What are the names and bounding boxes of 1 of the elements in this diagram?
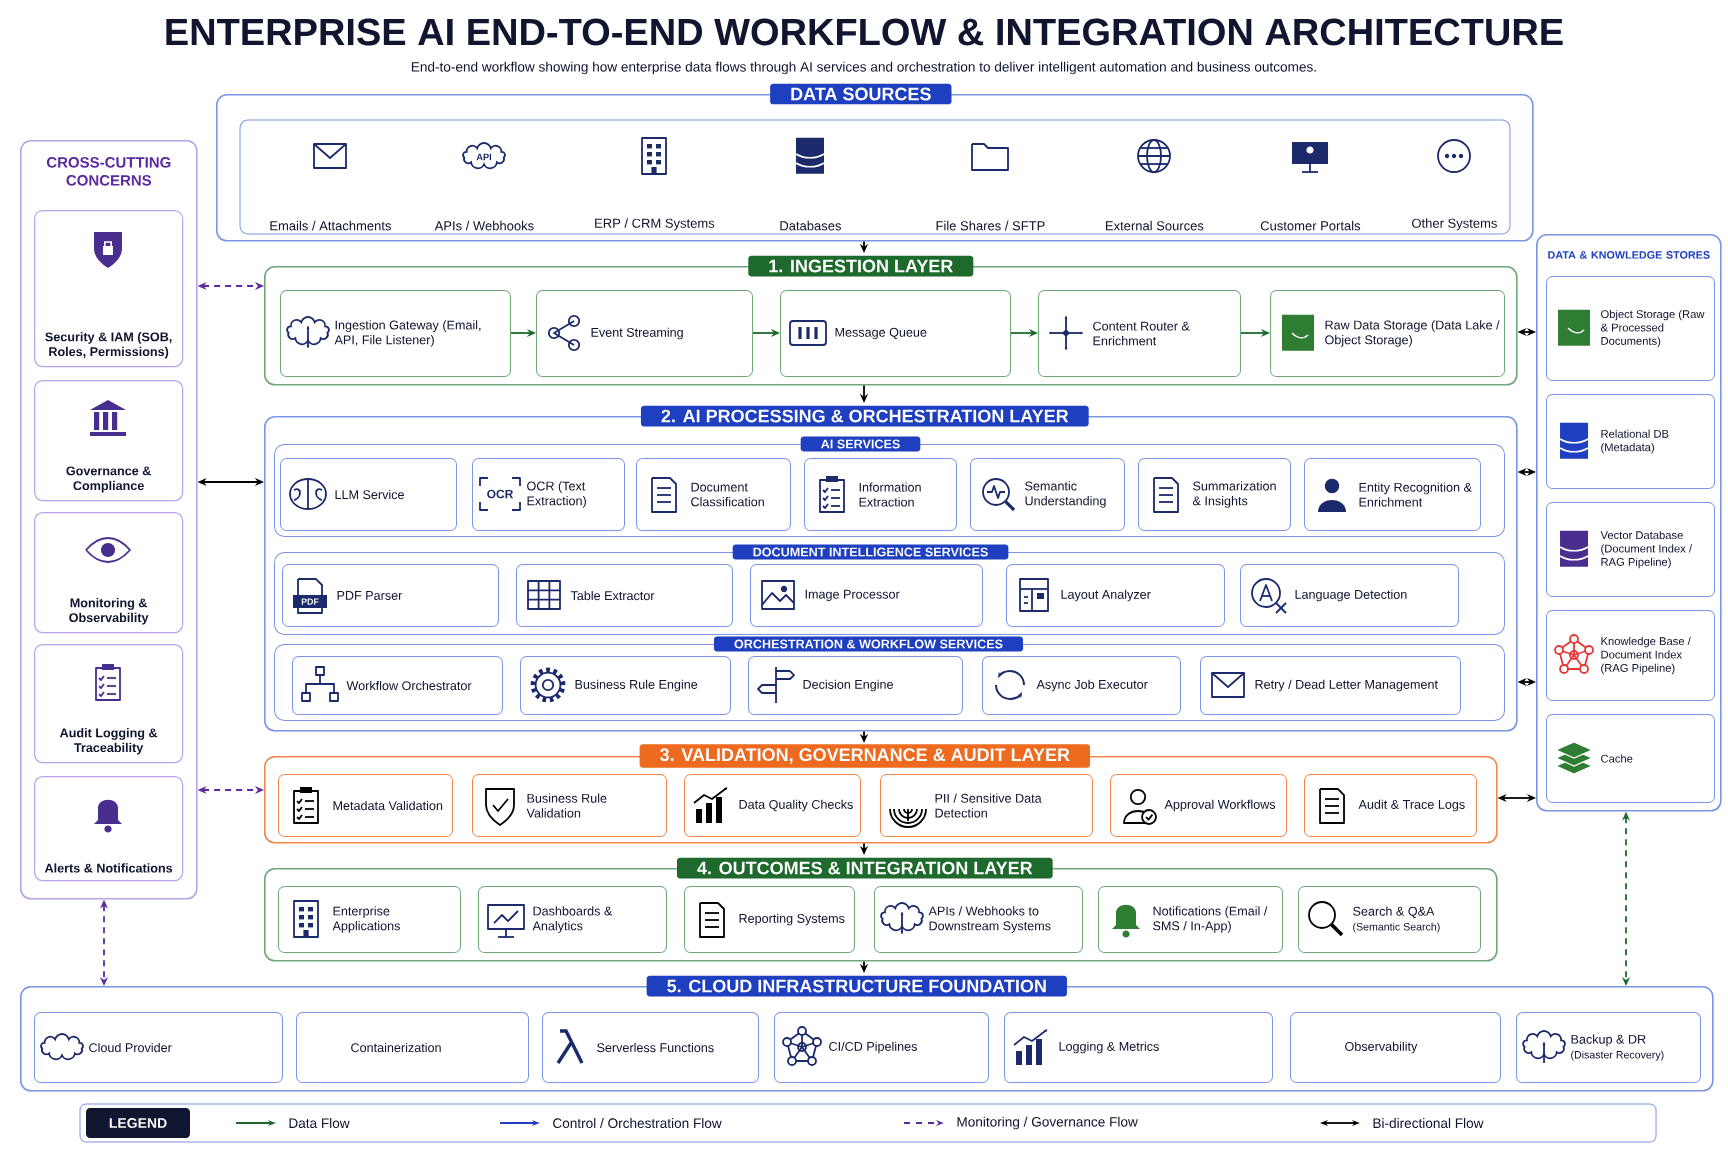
- title: ENTERPRISE AI END-TO-END WORKFLOW & INTEGRATION ARCHITECTURE: [166, 18, 1563, 46]
